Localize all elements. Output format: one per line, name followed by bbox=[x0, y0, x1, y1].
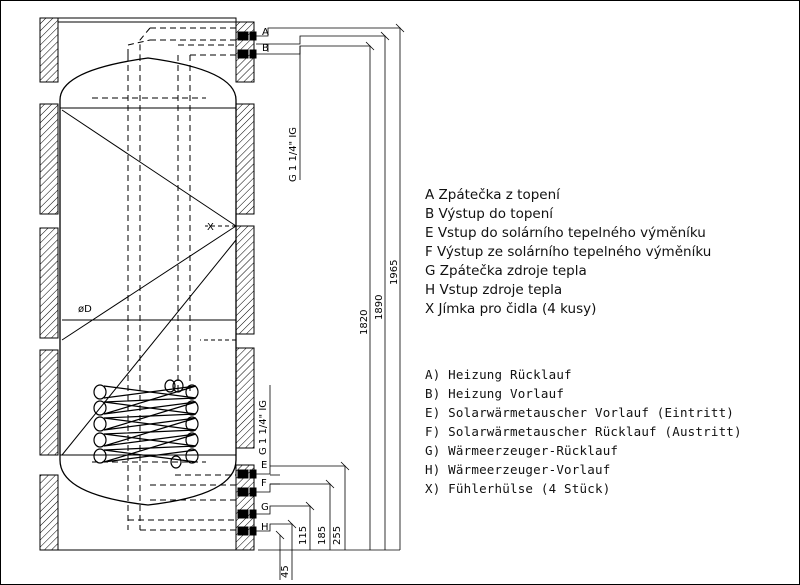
label-e: E bbox=[261, 460, 267, 471]
thread-labels: G 1 1/4" IG G 1 1/4" IG bbox=[258, 127, 299, 455]
legend-cz-item: E Vstup do solárního tepelného výměníku bbox=[425, 225, 706, 241]
label-g: G bbox=[261, 502, 269, 513]
legend-de-item: E) Solarwärmetauscher Vorlauf (Eintritt) bbox=[425, 405, 735, 420]
legend-de-item: F) Solarwärmetauscher Rücklauf (Austritt… bbox=[425, 424, 742, 439]
dim-115: 115 bbox=[298, 526, 309, 545]
insulation-left bbox=[39, 17, 59, 551]
legend-czech: A Zpátečka z topení B Výstup do topení E… bbox=[425, 186, 711, 319]
bottom-fittings bbox=[237, 469, 257, 536]
legend-cz-item: A Zpátečka z topení bbox=[425, 187, 560, 203]
dim-1890: 1890 bbox=[374, 295, 385, 320]
legend-de-item: A) Heizung Rücklauf bbox=[425, 367, 572, 382]
jacket-top bbox=[40, 17, 237, 22]
legend-de-item: H) Wärmeerzeuger-Vorlauf bbox=[425, 462, 611, 477]
label-diameter: øD bbox=[78, 304, 92, 315]
legend-cz-item: B Výstup do topení bbox=[425, 206, 554, 222]
dimension-values: 1965 1890 1820 45 115 185 255 bbox=[280, 260, 400, 578]
tank-vessel bbox=[59, 57, 237, 506]
legend-cz-item: F Výstup ze solárního tepelného výměníku bbox=[425, 244, 712, 260]
top-fittings bbox=[237, 31, 257, 59]
dim-45: 45 bbox=[280, 565, 291, 578]
dim-255: 255 bbox=[332, 526, 343, 545]
label-b: B bbox=[262, 43, 269, 54]
label-a: A bbox=[262, 27, 269, 38]
diagonal-line-3 bbox=[61, 239, 237, 456]
dimension-lines bbox=[256, 23, 405, 580]
label-h: H bbox=[261, 522, 269, 533]
diagonal-line-1 bbox=[61, 109, 237, 227]
thread-label-upper: G 1 1/4" IG bbox=[288, 127, 299, 182]
thread-label-lower: G 1 1/4" IG bbox=[258, 400, 269, 455]
legend-de-item: B) Heizung Vorlauf bbox=[425, 386, 565, 401]
legend-cz-item: H Vstup zdroje tepla bbox=[425, 282, 563, 298]
diagonal-line-2 bbox=[61, 225, 237, 341]
label-f: F bbox=[261, 478, 267, 489]
legend-cz-item: G Zpátečka zdroje tepla bbox=[425, 263, 587, 279]
legend-german: A) Heizung Rücklauf B) Heizung Vorlauf E… bbox=[425, 365, 742, 498]
dim-1965: 1965 bbox=[389, 260, 400, 285]
legend-de-item: G) Wärmeerzeuger-Rücklauf bbox=[425, 443, 619, 458]
sensor-wells bbox=[200, 225, 236, 341]
dim-1820: 1820 bbox=[359, 310, 370, 335]
connection-labels: A B E F G H X øD bbox=[78, 27, 269, 533]
dim-185: 185 bbox=[317, 526, 328, 545]
label-x: X bbox=[207, 222, 214, 233]
legend-de-item: X) Fühlerhülse (4 Stück) bbox=[425, 481, 611, 496]
solar-heat-exchanger-coil bbox=[93, 379, 199, 469]
legend-cz-item: X Jímka pro čidla (4 kusy) bbox=[425, 301, 597, 317]
